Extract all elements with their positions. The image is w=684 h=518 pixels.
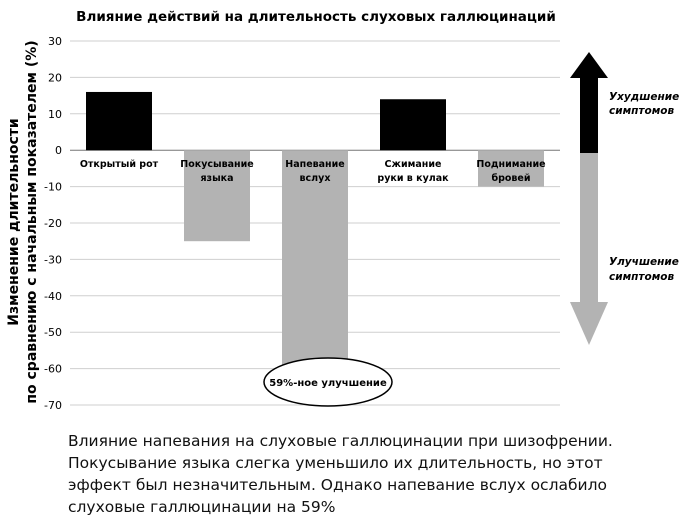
bar	[86, 91, 152, 151]
y-tick-label: -70	[44, 399, 62, 412]
category-label: бровей	[491, 173, 530, 184]
category-label: Покусывание	[180, 159, 253, 170]
y-tick-label: -40	[44, 290, 62, 303]
arrow-shaft-top	[580, 77, 598, 153]
symptom-arrow: Ухудшение симптомов Улучшение симптомов	[570, 52, 679, 345]
category-label: руки в кулак	[377, 173, 449, 184]
worsening-label-line1: Ухудшение	[609, 91, 679, 103]
improvement-label-line1: Улучшение	[609, 256, 679, 268]
y-axis-ticks: 30 20 10 0 -10 -20 -30 -40 -50 -60 -70	[44, 35, 62, 412]
category-labels: Открытый рот Покусывание языка Напевание всл…	[80, 159, 546, 184]
y-tick-label: 10	[48, 108, 62, 121]
arrow-shaft-bottom	[580, 153, 598, 303]
category-label: вслух	[300, 173, 331, 184]
category-label: Сжимание	[385, 159, 442, 170]
y-tick-label: -10	[44, 181, 62, 194]
y-tick-label: 0	[55, 144, 62, 157]
bar	[282, 150, 348, 365]
callout-ellipse	[263, 357, 393, 407]
y-tick-label: 30	[48, 35, 62, 48]
y-axis-label-line1: Изменение длительности	[6, 118, 22, 325]
y-axis-label: Изменение длительности по сравнению с на…	[6, 40, 40, 403]
bar	[380, 99, 446, 151]
y-tick-label: -50	[44, 326, 62, 339]
improvement-callout: 59%-ное улучшение	[263, 357, 393, 407]
y-tick-label: -30	[44, 253, 62, 266]
y-tick-label: -20	[44, 217, 62, 230]
chart-title: Влияние действий на длительность слуховы…	[76, 9, 556, 25]
y-axis-label-line2: по сравнению с начальным показателем (%)	[24, 40, 40, 403]
bar-chart: Влияние действий на длительность слуховы…	[6, 9, 679, 412]
bars	[86, 91, 544, 365]
category-label: Поднимание	[476, 159, 545, 170]
category-label: Напевание	[285, 159, 344, 170]
arrow-head-up	[570, 52, 608, 78]
y-tick-label: 20	[48, 71, 62, 84]
figure-caption: Влияние напевания на слуховые галлюцинац…	[68, 432, 613, 516]
worsening-label-line2: симптомов	[609, 105, 675, 117]
bar	[478, 150, 544, 187]
improvement-label-line2: симптомов	[609, 271, 675, 283]
category-label: Открытый рот	[80, 159, 159, 170]
bar	[184, 150, 250, 242]
category-label: языка	[200, 173, 233, 184]
arrow-head-down	[570, 302, 608, 345]
y-tick-label: -60	[44, 363, 62, 376]
callout-text: 59%-ное улучшение	[269, 378, 387, 389]
